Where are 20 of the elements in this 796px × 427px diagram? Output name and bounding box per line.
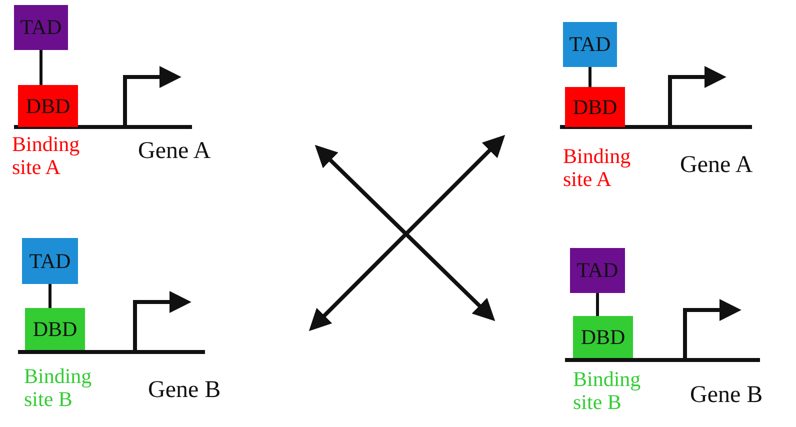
binding-site-label: Binding site B bbox=[24, 365, 93, 411]
connector-line bbox=[588, 67, 592, 87]
domain-box: TAD bbox=[14, 5, 68, 50]
domain-box: DBD bbox=[18, 85, 78, 127]
domain-box: TAD bbox=[570, 248, 625, 293]
connector-line bbox=[40, 50, 42, 85]
connector-line bbox=[596, 293, 599, 316]
gene-label: Gene A bbox=[138, 137, 211, 166]
domain-box: DBD bbox=[25, 308, 85, 350]
binding-site-label: Binding site B bbox=[573, 368, 642, 414]
domain-box: DBD bbox=[573, 316, 633, 358]
connector-line bbox=[48, 284, 52, 308]
gene-label: Gene B bbox=[690, 381, 763, 410]
binding-site-label: Binding site A bbox=[563, 145, 632, 191]
domain-box: TAD bbox=[563, 22, 617, 67]
domain-box: DBD bbox=[565, 87, 625, 127]
domain-box: TAD bbox=[22, 238, 78, 284]
gene-label: Gene B bbox=[148, 376, 221, 405]
binding-site-label: Binding site A bbox=[12, 133, 81, 179]
gene-label: Gene A bbox=[680, 151, 753, 180]
